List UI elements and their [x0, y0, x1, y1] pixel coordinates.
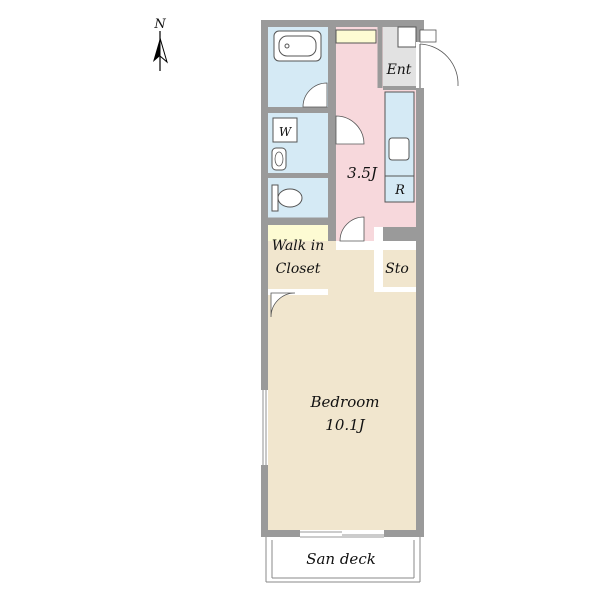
shoe-box [397, 26, 417, 48]
partition-wall [328, 27, 336, 241]
kitchen-counter [384, 91, 415, 177]
front-door-icon [416, 29, 459, 88]
san-deck-label: San deck [306, 550, 376, 568]
washroom-door-swing [335, 115, 365, 145]
compass-label: N [153, 17, 166, 32]
entrance-label: Ent [386, 62, 412, 78]
wash-basin-icon [271, 147, 287, 171]
bedroom-name-label: Bedroom [310, 393, 380, 411]
bedroom-size-label: 10.1J [325, 416, 365, 434]
north-compass-icon: N [153, 17, 168, 71]
bedroom-side-window [261, 390, 268, 465]
san-deck: San deck [265, 537, 421, 583]
toilet-icon [271, 184, 303, 212]
closet-label-line2: Closet [276, 261, 321, 277]
washer-icon: W [272, 117, 298, 143]
bathroom-door-swing [302, 82, 328, 108]
bedroom [268, 241, 416, 530]
refrigerator-icon: R [384, 175, 415, 203]
washer-label: W [279, 125, 293, 139]
bedroom-door-swing [339, 216, 365, 242]
kitchen-shelf [335, 29, 377, 44]
refrigerator-label: R [394, 183, 405, 198]
closet-door-swing [270, 292, 296, 318]
storage-label: Sto [385, 261, 409, 277]
balcony-sliding-door [300, 530, 384, 538]
bathtub-icon [273, 30, 322, 62]
kitchen-size-label: 3.5J [347, 164, 378, 182]
closet-label-line1: Walk in [272, 238, 324, 254]
sink-icon [388, 137, 410, 161]
